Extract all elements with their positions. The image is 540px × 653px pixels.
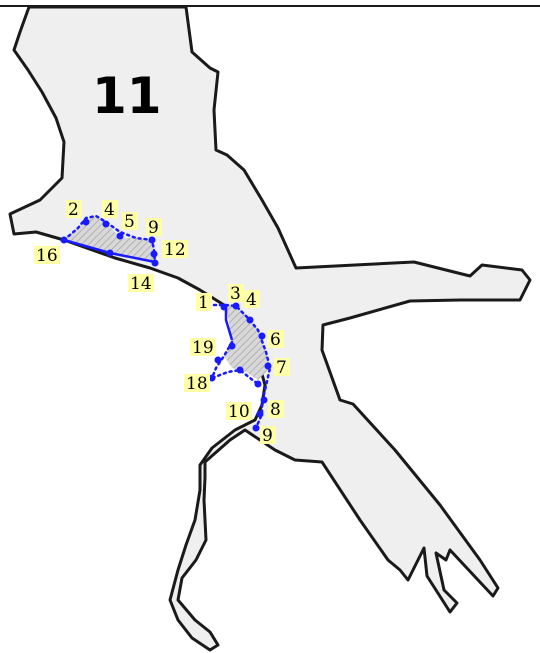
- label-upper-9: 9: [148, 218, 159, 238]
- marker-upper-5[interactable]: [116, 232, 124, 240]
- region-lower-group: [208, 302, 272, 432]
- marker-upper-mid: [106, 249, 114, 257]
- marker-upper-16[interactable]: [60, 236, 68, 244]
- figure-title: 11: [92, 67, 162, 125]
- marker-lower-10[interactable]: [256, 410, 264, 418]
- marker-upper-4[interactable]: [102, 220, 110, 228]
- marker-lower-4[interactable]: [246, 316, 254, 324]
- marker-lower-18[interactable]: [208, 374, 216, 382]
- marker-lower-extra-c: [254, 380, 262, 388]
- marker-lower-9[interactable]: [252, 424, 260, 432]
- region-upper-fill: [64, 216, 155, 262]
- marker-lower-6[interactable]: [258, 332, 266, 340]
- marker-upper-14[interactable]: [151, 259, 159, 267]
- label-upper-2: 2: [68, 200, 79, 220]
- region-upper-dotted-edge: [62, 214, 157, 264]
- marker-upper-9[interactable]: [148, 236, 156, 244]
- marker-lower-8[interactable]: [260, 396, 268, 404]
- label-lower-19: 19: [192, 338, 214, 358]
- marker-upper-2[interactable]: [82, 218, 90, 226]
- label-lower-3: 3: [230, 284, 241, 304]
- marker-lower-7[interactable]: [264, 362, 272, 370]
- label-upper-12: 12: [164, 240, 186, 260]
- label-lower-18: 18: [186, 374, 208, 394]
- marker-upper-12[interactable]: [150, 250, 158, 258]
- label-lower-6: 6: [270, 330, 281, 350]
- label-upper-16: 16: [36, 246, 58, 266]
- label-lower-7: 7: [276, 358, 287, 378]
- label-lower-8: 8: [270, 400, 281, 420]
- label-lower-1: 1: [198, 293, 209, 313]
- region-lower-fill: [224, 305, 270, 380]
- label-lower-4: 4: [246, 290, 257, 310]
- label-lower-10: 10: [228, 402, 250, 422]
- region-lower-solid-edge: [224, 305, 234, 341]
- region-upper-group: [60, 214, 159, 267]
- labels-upper: 2 4 5 9 12 14 16: [34, 200, 188, 294]
- marker-lower-extra-a: [236, 366, 244, 374]
- label-upper-4: 4: [104, 200, 115, 220]
- label-lower-9: 9: [262, 426, 273, 446]
- marker-lower-19[interactable]: [228, 342, 236, 350]
- label-upper-14: 14: [130, 274, 152, 294]
- marker-lower-3[interactable]: [232, 302, 240, 310]
- region-lower-inner-edge: [209, 340, 260, 386]
- marker-lower-1[interactable]: [220, 303, 228, 311]
- labels-lower: 1 3 4 6 7 8 9 10 18 19: [184, 284, 290, 446]
- land-shape: [8, 5, 532, 652]
- marker-lower-extra-b: [214, 356, 222, 364]
- label-upper-5: 5: [124, 212, 135, 232]
